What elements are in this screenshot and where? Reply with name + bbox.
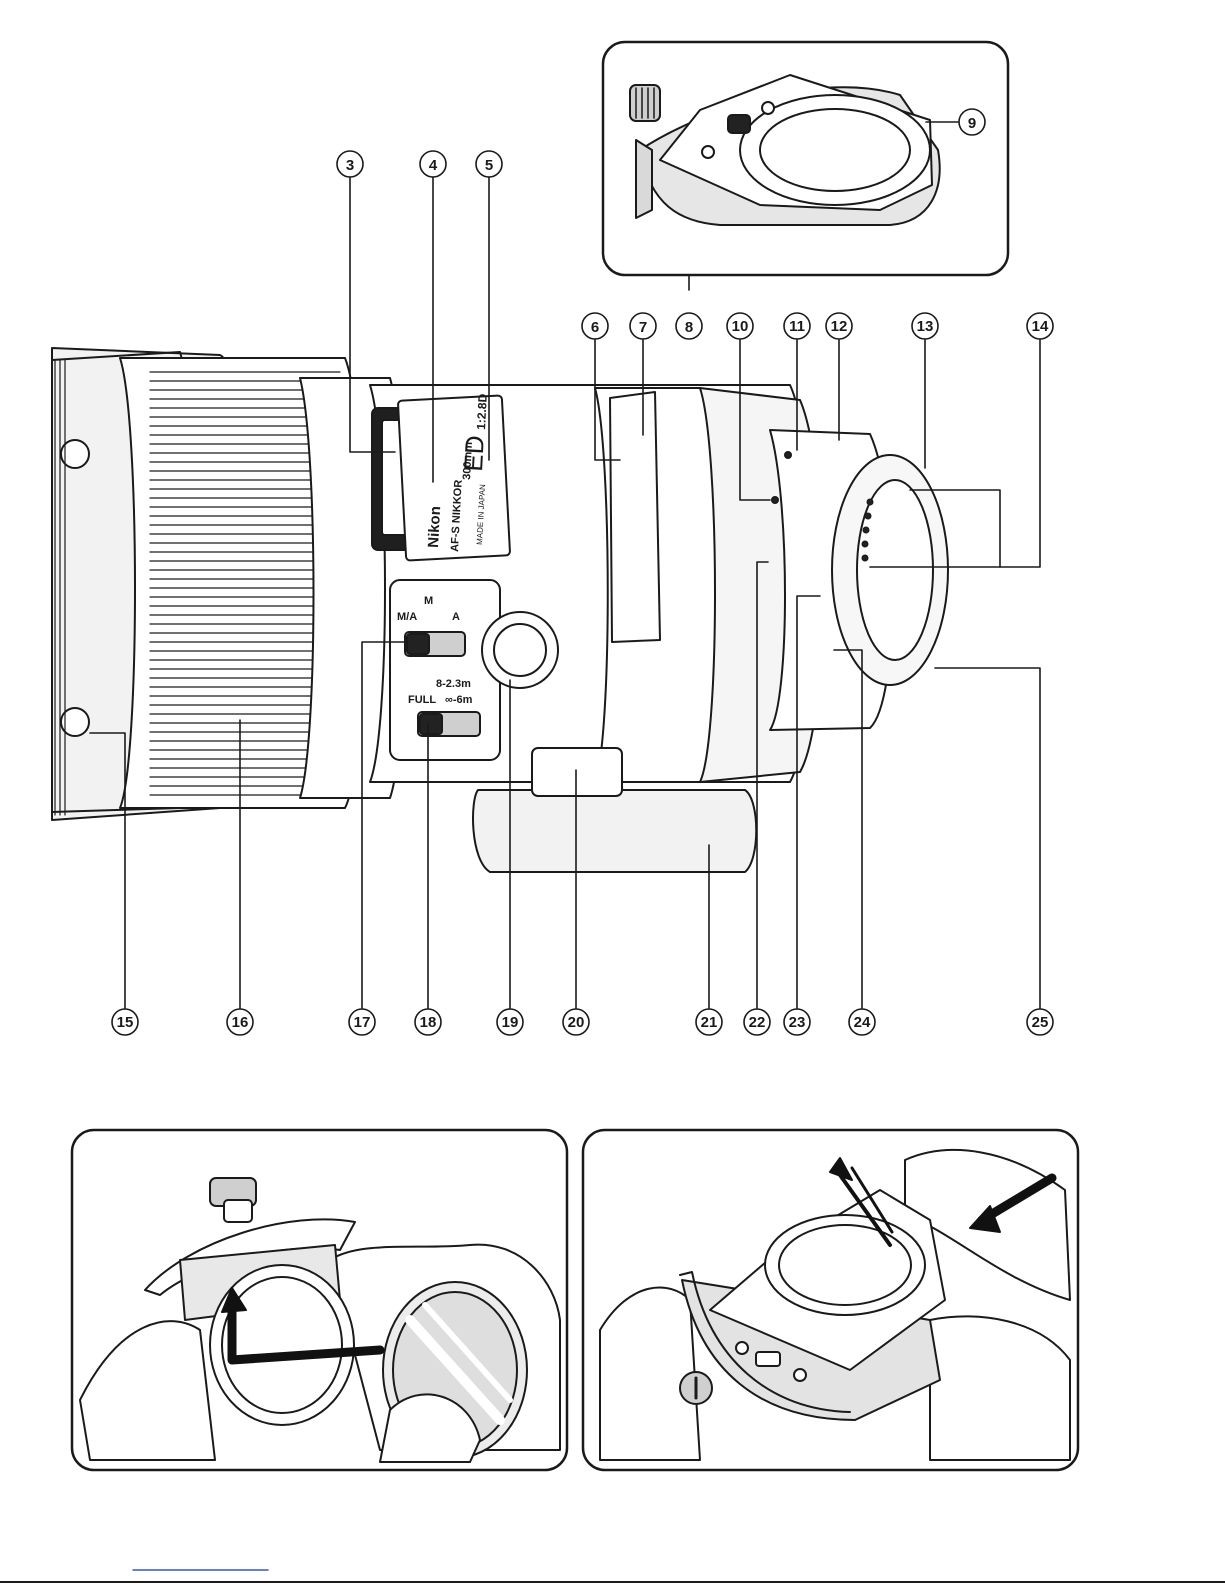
- svg-text:9: 9: [968, 115, 976, 132]
- callout-16: 16: [227, 1009, 253, 1035]
- callout-23: 23: [784, 1009, 810, 1035]
- callout-18: 18: [415, 1009, 441, 1035]
- svg-text:4: 4: [429, 157, 438, 174]
- lens-focal: 300mm: [461, 441, 475, 480]
- callout-8: 8: [676, 313, 702, 339]
- filter-insert-illustration: [72, 1130, 567, 1470]
- svg-text:14: 14: [1032, 318, 1049, 335]
- callout-17: 17: [349, 1009, 375, 1035]
- svg-text:18: 18: [420, 1014, 437, 1031]
- svg-text:24: 24: [854, 1014, 871, 1031]
- callout-13: 13: [912, 313, 938, 339]
- callout-24: 24: [849, 1009, 875, 1035]
- switch-label-a: A: [452, 611, 460, 623]
- callout-21: 21: [696, 1009, 722, 1035]
- callout-15: 15: [112, 1009, 138, 1035]
- holder-remove-illustration: [583, 1130, 1078, 1470]
- callout-25: 25: [1027, 1009, 1053, 1035]
- callout-10: 10: [727, 313, 753, 339]
- lens-brand: Nikon: [425, 506, 444, 549]
- lens-aperture: 1:2.8D: [474, 393, 490, 430]
- callout-22: 22: [744, 1009, 770, 1035]
- switch-label-far: ∞-6m: [445, 694, 473, 706]
- svg-text:11: 11: [789, 318, 805, 335]
- svg-text:10: 10: [732, 318, 749, 335]
- switch-label-ma: M/A: [397, 611, 417, 623]
- callout-4: 4: [420, 151, 446, 177]
- svg-text:3: 3: [346, 157, 354, 174]
- svg-text:19: 19: [502, 1014, 519, 1031]
- switch-label-full: FULL: [408, 694, 436, 706]
- svg-text:5: 5: [485, 157, 493, 174]
- callout-6: 6: [582, 313, 608, 339]
- svg-text:12: 12: [831, 318, 848, 335]
- callout-5: 5: [476, 151, 502, 177]
- svg-text:6: 6: [591, 319, 599, 336]
- callout-3: 3: [337, 151, 363, 177]
- svg-text:21: 21: [701, 1014, 718, 1031]
- switch-label-m: M: [424, 595, 433, 607]
- lens-body: [52, 348, 948, 872]
- svg-text:23: 23: [789, 1014, 806, 1031]
- svg-text:15: 15: [117, 1014, 134, 1031]
- svg-text:16: 16: [232, 1014, 249, 1031]
- svg-text:13: 13: [917, 318, 934, 335]
- callout-9: 9: [959, 109, 985, 135]
- callout-20: 20: [563, 1009, 589, 1035]
- callout-12: 12: [826, 313, 852, 339]
- callout-11: 11: [784, 313, 810, 339]
- svg-text:7: 7: [639, 319, 647, 336]
- svg-text:25: 25: [1032, 1014, 1049, 1031]
- svg-text:20: 20: [568, 1014, 585, 1031]
- callout-7: 7: [630, 313, 656, 339]
- callout-19: 19: [497, 1009, 523, 1035]
- svg-text:8: 8: [685, 319, 693, 336]
- switch-label-near: 8-2.3m: [436, 678, 471, 690]
- tripod-mount: [473, 790, 756, 872]
- svg-text:22: 22: [749, 1014, 766, 1031]
- callout-14: 14: [1027, 313, 1053, 339]
- svg-text:17: 17: [354, 1014, 371, 1031]
- filter-holder-inset: [603, 42, 1008, 275]
